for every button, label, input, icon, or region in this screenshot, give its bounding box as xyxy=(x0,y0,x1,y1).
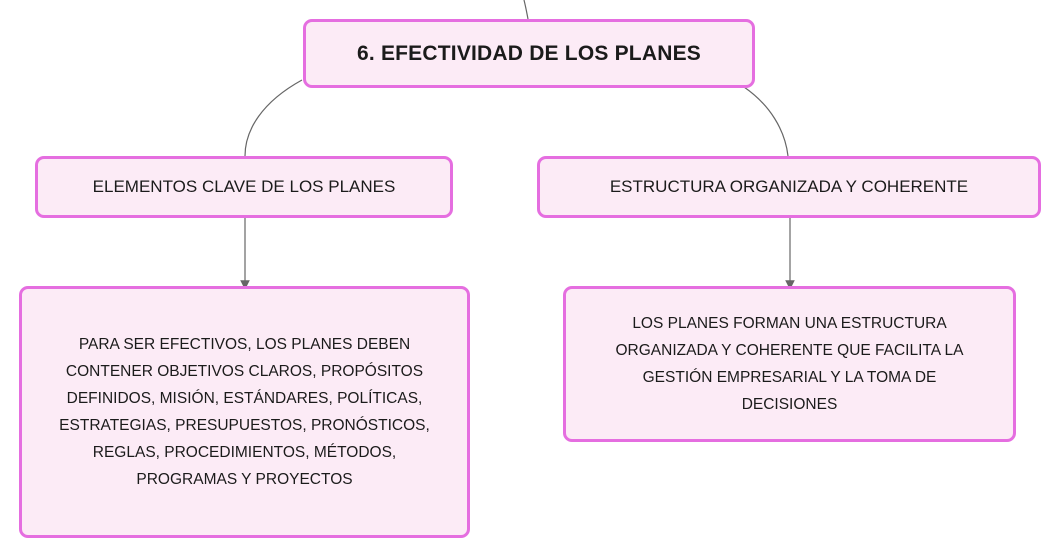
connector-root-to-branch-left xyxy=(244,79,303,157)
branch-label-elementos-clave: ELEMENTOS CLAVE DE LOS PLANES xyxy=(92,177,396,196)
root-topic-node[interactable]: 6. EFECTIVIDAD DE LOS PLANES xyxy=(303,19,755,88)
detail-text-elementos-clave: PARA SER EFECTIVOS, LOS PLANES DEBEN CON… xyxy=(59,336,430,488)
root-topic-title: 6. EFECTIVIDAD DE LOS PLANES xyxy=(357,41,701,65)
connector-root-to-branch-right xyxy=(743,86,789,157)
detail-node-elementos-clave[interactable]: PARA SER EFECTIVOS, LOS PLANES DEBEN CON… xyxy=(19,286,470,538)
branch-label-estructura-organizada: ESTRUCTURA ORGANIZADA Y COHERENTE xyxy=(609,177,969,196)
branch-node-elementos-clave[interactable]: ELEMENTOS CLAVE DE LOS PLANES xyxy=(35,156,453,218)
branch-node-estructura-organizada[interactable]: ESTRUCTURA ORGANIZADA Y COHERENTE xyxy=(537,156,1041,218)
connector-parent-to-root xyxy=(523,0,529,20)
detail-node-estructura-organizada[interactable]: LOS PLANES FORMAN UNA ESTRUCTURA ORGANIZ… xyxy=(563,286,1016,442)
detail-text-estructura-organizada: LOS PLANES FORMAN UNA ESTRUCTURA ORGANIZ… xyxy=(615,315,964,413)
